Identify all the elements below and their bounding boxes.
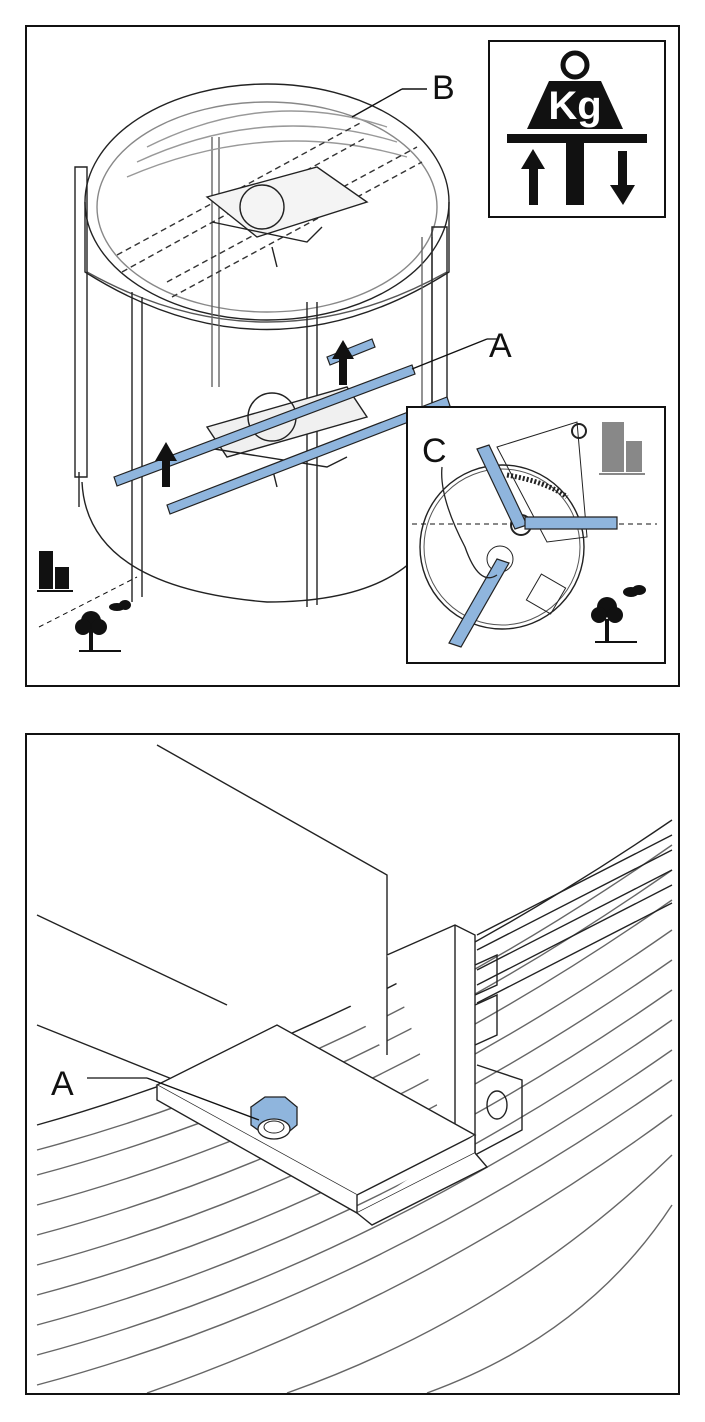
- callout-a-label: A: [489, 327, 512, 365]
- floor-ring: [81, 481, 448, 603]
- building-icon: [599, 422, 645, 475]
- fastening-nut: [249, 1096, 299, 1140]
- arrow-up-icon: [155, 340, 354, 487]
- bottom-illustration-panel: A: [25, 733, 680, 1395]
- winch-inset: C: [406, 406, 666, 664]
- revolving-door-lifting-diagram: B A Kg: [37, 40, 666, 664]
- weight-kg-icon: Kg: [488, 40, 666, 218]
- callout-a-label: A: [51, 1065, 74, 1103]
- building-icon: [37, 551, 73, 592]
- top-illustration-panel: B A Kg: [25, 25, 680, 687]
- beam-fastening-detail: A: [36, 744, 673, 1393]
- callout-b-label: B: [432, 69, 455, 107]
- tree-cloud-icon: [75, 600, 131, 652]
- lifting-bar-front: [113, 364, 416, 487]
- weight-kg-label: Kg: [548, 84, 601, 128]
- tree-cloud-icon: [591, 585, 646, 643]
- callout-c-label: C: [422, 432, 447, 470]
